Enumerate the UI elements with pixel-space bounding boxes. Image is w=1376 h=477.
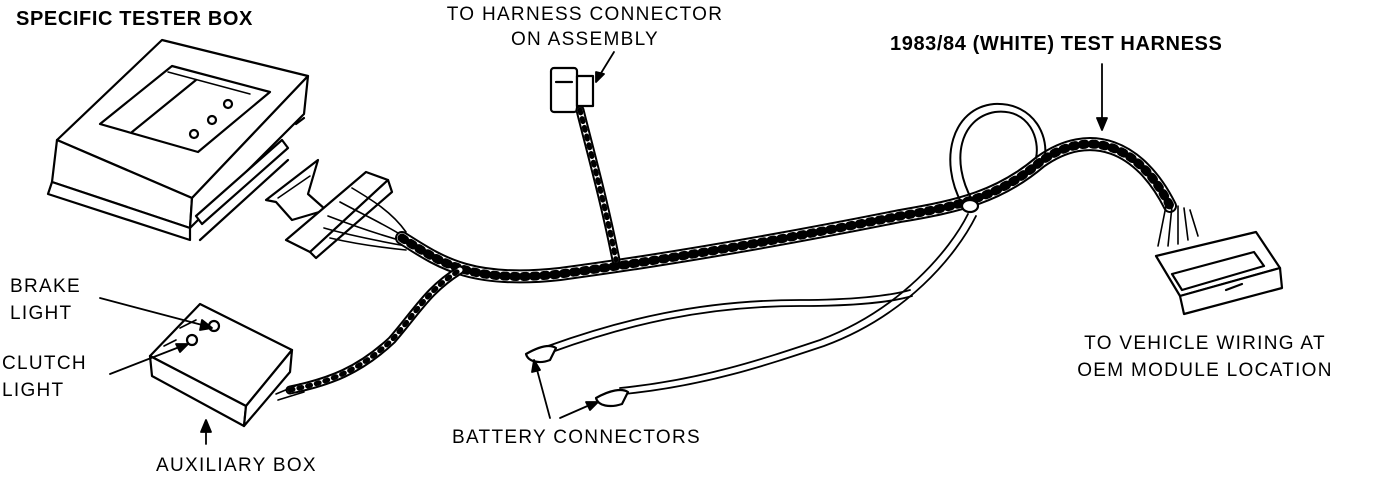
clutch-light-label-line1: CLUTCH: [2, 353, 87, 374]
auxiliary-box: [148, 265, 465, 428]
tester-connector: [284, 170, 407, 260]
auxiliary-box-label: AUXILIARY BOX: [156, 455, 317, 476]
to-harness-connector-label-line2: ON ASSEMBLY: [510, 29, 660, 50]
insertion-arrow: [264, 158, 328, 222]
leader-lines: [99, 51, 1108, 445]
vehicle-connector: [1154, 205, 1284, 316]
to-vehicle-wiring-label-line1: TO VEHICLE WIRING AT: [1084, 333, 1326, 354]
specific-tester-box-label: SPECIFIC TESTER BOX: [16, 8, 253, 30]
main-harness: [395, 102, 1177, 284]
test-harness-label: 1983/84 (WHITE) TEST HARNESS: [890, 33, 1223, 55]
assembly-branch: [549, 66, 621, 265]
to-vehicle-wiring-label-line2: OEM MODULE LOCATION: [1077, 360, 1333, 381]
brake-light-label-line1: BRAKE: [10, 276, 81, 297]
to-harness-connector-label-line1: TO HARNESS CONNECTOR: [446, 4, 724, 25]
battery-connectors-label: BATTERY CONNECTORS: [452, 427, 701, 448]
specific-tester-box: [46, 38, 310, 242]
brake-light-label-line2: LIGHT: [10, 303, 73, 324]
battery-wires: [524, 213, 977, 408]
clutch-light-label-line2: LIGHT: [2, 380, 65, 401]
